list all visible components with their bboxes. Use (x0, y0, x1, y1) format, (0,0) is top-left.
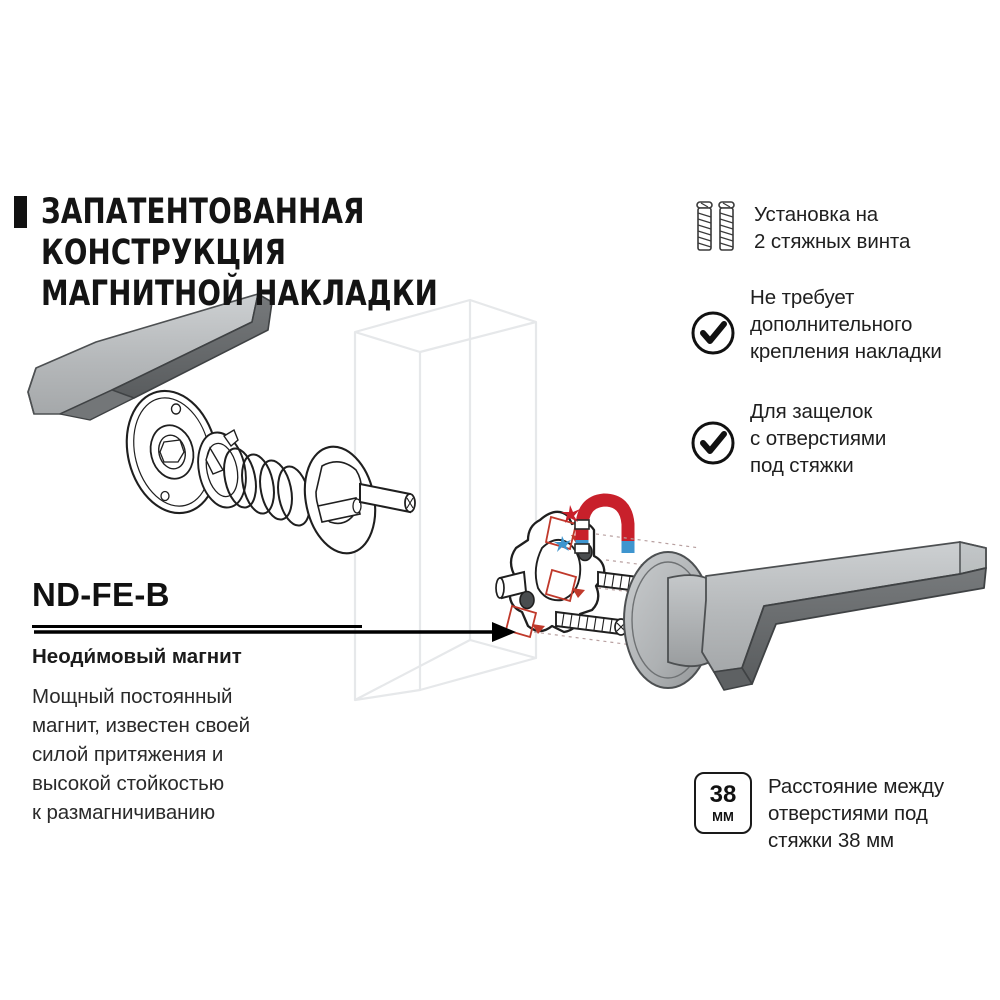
magnet-callout: ND-FE-B Неоди́мовый магнит Мощный постоя… (32, 578, 362, 827)
square-bullet-icon (14, 196, 27, 228)
hole-distance-item: 38 мм Расстояние между отверстиями под с… (694, 772, 944, 854)
magnetic-cover-plate (495, 510, 606, 639)
check-circle-icon (691, 311, 735, 355)
page-title: ЗАПАТЕНТОВАННАЯ КОНСТРУКЦИЯ МАГНИТНОЙ НА… (14, 192, 634, 315)
exploded-spring (223, 447, 311, 527)
distance-label: Расстояние между отверстиями под стяжки … (768, 775, 945, 853)
distance-badge: 38 мм (694, 772, 752, 834)
exploded-cam-ring (197, 428, 247, 509)
callout-divider (32, 625, 362, 628)
feature-item-latches: Для защелок с отверстиями под стяжки (690, 398, 1000, 479)
magnet-callout-body: Мощный постоянный магнит, известен своей… (32, 684, 250, 825)
magnet-callout-title: ND-FE-B (32, 576, 170, 613)
feature-label: Для защелок с отверстиями под стяжки (750, 400, 887, 478)
check-circle-icon (691, 421, 735, 465)
spindle-bar (359, 482, 416, 514)
magnet-callout-subtitle: Неоди́мовый магнит (32, 645, 242, 668)
feature-item-screws: Установка на 2 стяжных винта (690, 196, 1000, 256)
assembly-guide-lines (533, 533, 701, 655)
two-screws-icon (696, 201, 735, 251)
page-title-text: ЗАПАТЕНТОВАННАЯ КОНСТРУКЦИЯ МАГНИТНОЙ НА… (41, 192, 438, 314)
horseshoe-magnet (554, 493, 635, 554)
feature-label: Не требует дополнительного крепления нак… (750, 286, 942, 364)
distance-badge-value: 38 (709, 781, 737, 808)
exploded-inner-plate (303, 445, 377, 555)
distance-badge-unit: мм (712, 809, 734, 824)
door-panel-outline (353, 298, 538, 702)
tie-screw-lower (555, 610, 628, 636)
feature-item-no-extra-fixing: Не требует дополнительного крепления нак… (690, 284, 1000, 365)
tie-screw-upper (597, 570, 670, 596)
feature-label: Установка на 2 стяжных винта (754, 203, 911, 254)
exploded-rosette-plate (125, 389, 219, 515)
door-handle-lever-right (623, 541, 987, 691)
